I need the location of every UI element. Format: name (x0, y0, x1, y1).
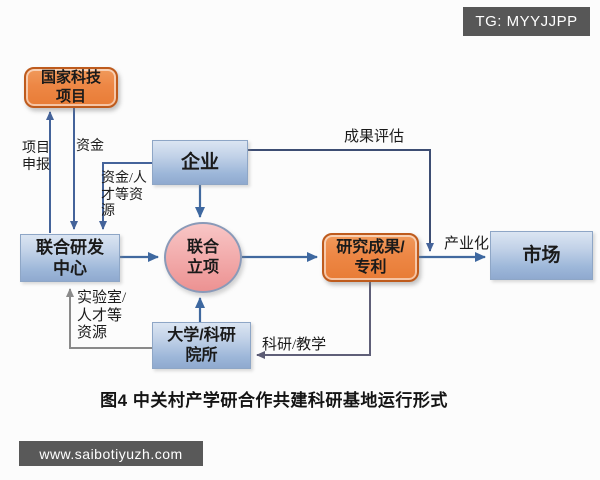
label-industrialization: 产业化 (444, 236, 490, 252)
label-research-teaching: 科研/教学 (262, 337, 327, 353)
label-lab-talent-resources: 实验室/ 人才等 资源 (77, 290, 127, 342)
watermark-top-text: TG: MYYJJPP (475, 13, 578, 30)
edge-funding-talent (99, 162, 152, 230)
edge-outcome-evaluation (248, 149, 434, 252)
node-market: 市场 (490, 231, 593, 280)
label-funding-talent-resources: 资金/人 才等资 源 (101, 171, 147, 220)
node-joint-project-circle: 联合 立项 (164, 222, 242, 293)
node-national-science-project: 国家科技 项目 (24, 67, 118, 108)
node-joint-rd-center: 联合研发 中心 (20, 234, 120, 282)
watermark-top-bar: TG: MYYJJPP (463, 7, 590, 36)
label-project-application: 项目 申报 (22, 141, 50, 173)
node-enterprise: 企业 (152, 140, 248, 185)
figure-caption: 图4 中关村产学研合作共建科研基地运行形式 (100, 391, 448, 410)
label-outcome-evaluation: 成果评估 (344, 129, 405, 145)
node-research-results-patents: 研究成果/ 专利 (322, 233, 419, 282)
edge-lab-talent (66, 288, 152, 349)
watermark-bottom-text: www.saibotiyuzh.com (39, 445, 183, 462)
label-funding: 资金 (76, 139, 104, 154)
edge-research-teaching (256, 282, 371, 359)
node-university-institutes: 大学/科研 院所 (152, 322, 251, 369)
watermark-bottom-bar: www.saibotiyuzh.com (19, 441, 203, 466)
